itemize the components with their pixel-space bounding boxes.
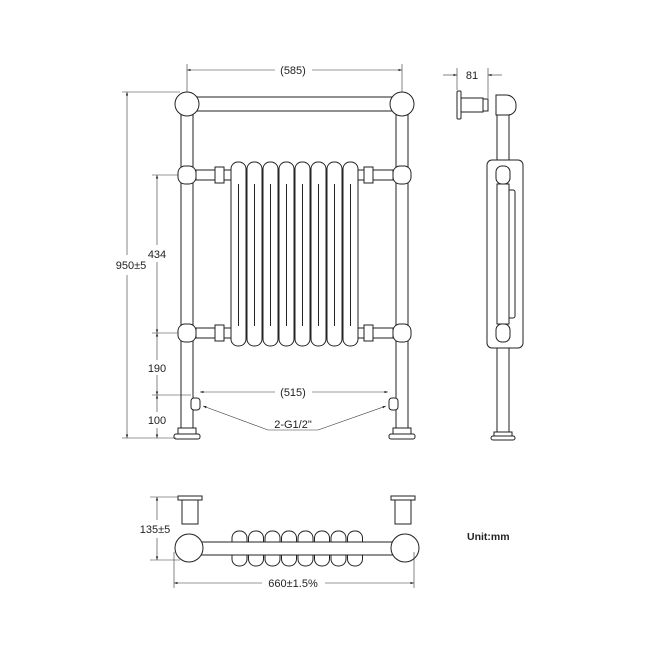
- side-view: 81: [443, 68, 524, 441]
- valve-thread-label: 2-G1/2": [274, 419, 312, 431]
- left-corner-ball: [174, 91, 200, 117]
- connecting-pipes: [195, 166, 394, 342]
- top-rail: [195, 96, 393, 112]
- right-corner-ball: [389, 91, 415, 117]
- unit-label: Unit:mm: [467, 531, 510, 543]
- valve-height-label: 100: [148, 415, 166, 427]
- height-label: 950±5: [116, 260, 147, 272]
- plan-rail: [189, 541, 405, 556]
- right-post: [395, 109, 409, 433]
- bottom-connection-label: 190: [148, 363, 166, 375]
- plan-view: 135±5 660±1.5%: [140, 495, 420, 590]
- left-post: [180, 109, 194, 433]
- feet: [173, 427, 416, 440]
- side-elbow: [495, 94, 517, 116]
- radiator-columns: [230, 161, 359, 347]
- column-height-label: 434: [148, 249, 166, 261]
- front-dimensions: (585) 950±5 434 190 100 (515) 2-G1/2": [116, 64, 403, 439]
- wall-plate: [456, 90, 462, 120]
- overall-width-label: 660±1.5%: [268, 578, 318, 590]
- rail-width-label: (585): [280, 65, 306, 77]
- valves: [190, 397, 399, 411]
- valve-spacing-label: (515): [280, 387, 306, 399]
- wall-depth-label: 81: [466, 70, 478, 82]
- plan-depth-label: 135±5: [140, 524, 171, 536]
- bracket-stem: [460, 97, 484, 113]
